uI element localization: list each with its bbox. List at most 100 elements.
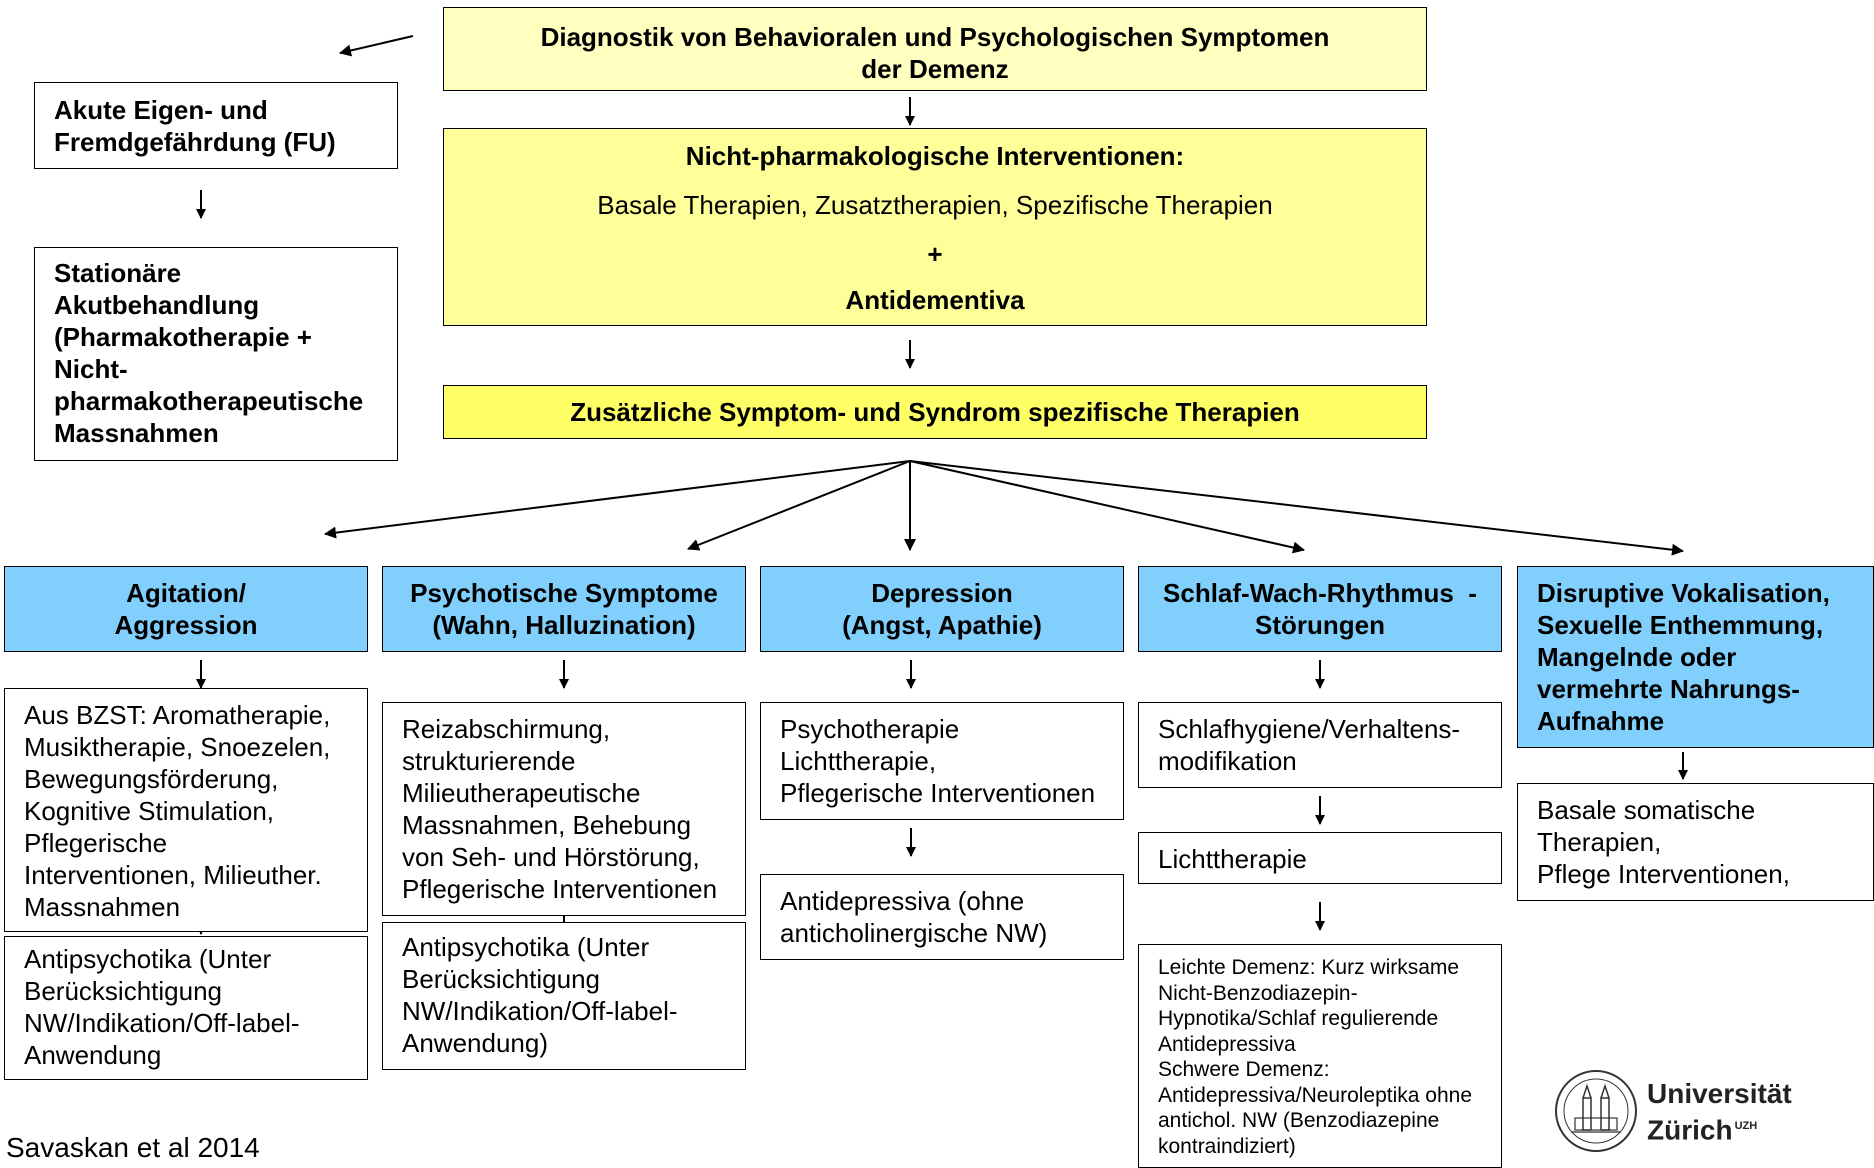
agitation-nonpharm-line: Massnahmen [24,892,181,922]
sleep-hygiene-line: Schlafhygiene/Verhaltens- [1158,714,1461,744]
sleep-pharm-line: antichol. NW (Benzodiazepine [1158,1109,1440,1132]
sleep-pharm-line: kontraindiziert) [1158,1134,1296,1158]
agitation-pharm-line: Anwendung [24,1040,162,1070]
depression-nonpharm-line: Pflegerische Interventionen [780,778,1096,808]
disruptive-header-line: Disruptive Vokalisation, [1537,578,1830,608]
arrow-fan-4 [909,460,1305,554]
sleep-pharm-box: Leichte Demenz: Kurz wirksame Nicht-Benz… [1138,944,1502,1168]
sleep-hygiene-line: modifikation [1158,746,1297,776]
arrow-fan-1 [324,460,911,539]
agitation-header: Agitation/ Aggression [4,566,368,652]
arrow-fan-2 [687,460,911,551]
inpatient-line: pharmakotherapeutische [54,386,364,416]
acute-danger-line2: Fremdgefährdung (FU) [54,127,336,157]
sleep-wake-header-line: Störungen [1255,610,1385,640]
disruptive-therapy-line: Pflege Interventionen, [1537,859,1790,889]
nonpharm-antidementiva: Antidementiva [845,285,1025,315]
depression-header: Depression (Angst, Apathie) [760,566,1124,652]
uzh-name-line2: Zürich [1647,1114,1733,1146]
sleep-wake-header-line: Schlaf-Wach-Rhythmus - [1163,578,1477,608]
psychotic-nonpharm-line: von Seh- und Hörstörung, [402,842,700,872]
depression-nonpharm-line: Psychotherapie [780,714,960,744]
depression-nonpharm-box: Psychotherapie Lichttherapie, Pflegerisc… [760,702,1124,820]
psychotic-pharm-line: Antipsychotika (Unter [402,932,650,962]
inpatient-treatment-box: Stationäre Akutbehandlung (Pharmakothera… [34,247,398,461]
sleep-pharm-line: Antidepressiva/Neuroleptika ohne [1158,1083,1473,1107]
depression-header-line: Depression [871,578,1013,608]
disruptive-header-line: Sexuelle Enthemmung, [1537,610,1824,640]
nonpharm-therapies: Basale Therapien, Zusatztherapien, Spezi… [597,190,1273,220]
psychotic-pharm-box: Antipsychotika (Unter Berücksichtigung N… [382,922,746,1070]
agitation-pharm-line: NW/Indikation/Off-label- [24,1008,300,1038]
disruptive-header-line: Mangelnde oder [1537,642,1737,672]
sleep-pharm-line: Schwere Demenz: [1158,1058,1330,1081]
inpatient-line: (Pharmakotherapie + [54,322,312,352]
psychotic-pharm-line: Anwendung) [402,1028,548,1058]
psychotic-nonpharm-line: Massnahmen, Behebung [402,810,692,840]
agitation-pharm-box: Antipsychotika (Unter Berücksichtigung N… [4,936,368,1080]
depression-header-line: (Angst, Apathie) [842,610,1042,640]
depression-nonpharm-line: Lichttherapie, [780,746,937,776]
psychotic-header: Psychotische Symptome (Wahn, Halluzinati… [382,566,746,652]
agitation-nonpharm-line: Pflegerische [24,828,168,858]
nonpharm-plus: + [927,239,943,269]
disruptive-header: Disruptive Vokalisation, Sexuelle Enthem… [1517,566,1874,748]
additional-therapies-box: Zusätzliche Symptom- und Syndrom spezifi… [443,385,1427,439]
agitation-nonpharm-line: Kognitive Stimulation, [24,796,275,826]
psychotic-header-line: Psychotische Symptome [410,578,718,608]
uzh-name-line1: Universität [1647,1078,1792,1109]
agitation-nonpharm-line: Interventionen, Milieuther. [24,860,322,890]
inpatient-line: Massnahmen [54,418,219,448]
inpatient-line: Akutbehandlung [54,290,260,320]
nonpharm-interventions-box: Nicht-pharmakologische Interventionen: B… [443,128,1427,326]
light-therapy-box: Lichttherapie [1138,832,1502,884]
agitation-pharm-line: Antipsychotika (Unter [24,944,272,974]
psychotic-header-line: (Wahn, Halluzination) [432,610,696,640]
diagnostic-title-line1: Diagnostik von Behavioralen und Psycholo… [540,22,1330,52]
uzh-superscript: UZH [1734,1120,1758,1132]
agitation-nonpharm-box: Aus BZST: Aromatherapie, Musiktherapie, … [4,688,368,932]
psychotic-nonpharm-line: Milieutherapeutische [402,778,641,808]
agitation-pharm-line: Berücksichtigung [24,976,222,1006]
psychotic-pharm-line: Berücksichtigung [402,964,600,994]
diagnostic-title-line2: der Demenz [861,54,1009,84]
disruptive-therapy-box: Basale somatische Therapien, Pflege Inte… [1517,783,1874,901]
nonpharm-title: Nicht-pharmakologische Interventionen: [685,141,1185,171]
disruptive-header-line: vermehrte Nahrungs- [1537,674,1800,704]
sleep-pharm-line: Antidepressiva [1158,1032,1296,1056]
disruptive-header-line: Aufnahme [1537,706,1665,736]
acute-danger-line1: Akute Eigen- und [54,95,268,125]
additional-therapies-text: Zusätzliche Symptom- und Syndrom spezifi… [570,397,1300,427]
psychotic-pharm-line: NW/Indikation/Off-label- [402,996,678,1026]
citation-text: Savaskan et al 2014 [6,1132,260,1163]
agitation-header-line: Agitation/ [126,578,246,608]
depression-pharm-line: Antidepressiva (ohne [780,886,1025,916]
diagnostic-box: Diagnostik von Behavioralen und Psycholo… [443,7,1427,91]
disruptive-therapy-line: Basale somatische [1537,795,1756,825]
agitation-nonpharm-line: Aus BZST: Aromatherapie, [24,700,331,730]
sleep-pharm-line: Hypnotika/Schlaf regulierende [1158,1007,1439,1030]
sleep-pharm-line: Nicht-Benzodiazepin- [1158,981,1358,1005]
inpatient-line: Stationäre [54,258,182,288]
depression-pharm-box: Antidepressiva (ohne anticholinergische … [760,874,1124,960]
inpatient-line: Nicht- [54,354,128,384]
psychotic-nonpharm-line: Reizabschirmung, [402,714,611,744]
arrow-to-acute [339,35,414,57]
psychotic-nonpharm-box: Reizabschirmung, strukturierende Milieut… [382,702,746,916]
psychotic-nonpharm-line: Pflegerische Interventionen [402,874,718,904]
psychotic-nonpharm-line: strukturierende [402,746,576,776]
agitation-nonpharm-line: Musiktherapie, Snoezelen, [24,732,331,762]
sleep-hygiene-box: Schlafhygiene/Verhaltens- modifikation [1138,702,1502,788]
arrow-fan-5 [909,460,1684,556]
agitation-nonpharm-line: Bewegungsförderung, [24,764,279,794]
agitation-header-line: Aggression [114,610,258,640]
acute-danger-box: Akute Eigen- und Fremdgefährdung (FU) [34,82,398,169]
disruptive-therapy-line: Therapien, [1537,827,1662,857]
sleep-pharm-line: Leichte Demenz: Kurz wirksame [1158,956,1460,979]
depression-pharm-line: anticholinergische NW) [780,918,1048,948]
university-seal-icon [1555,1070,1637,1152]
light-therapy-text: Lichttherapie [1158,844,1307,874]
